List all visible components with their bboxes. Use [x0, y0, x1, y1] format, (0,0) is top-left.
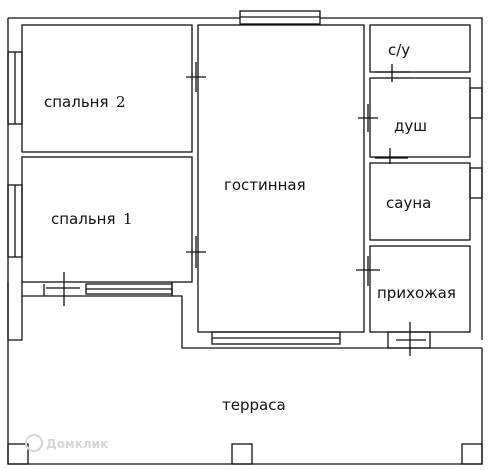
room-label-bedroom1-number: 1 — [123, 210, 133, 228]
room-label-terrace: терраса — [222, 396, 286, 414]
terrace-post-left — [7, 443, 29, 465]
watermark-logo-icon — [25, 434, 43, 452]
door-mark-hall — [356, 256, 380, 286]
door-mark-bedroom1 — [186, 236, 206, 268]
terrace-post-right — [461, 443, 483, 465]
room-label-shower: душ — [394, 117, 427, 135]
window-right-upper — [469, 87, 483, 119]
door-mark-corridor — [46, 272, 80, 306]
room-bedroom2-outline — [21, 24, 193, 153]
watermark: Домклик — [25, 434, 108, 452]
window-right-lower — [469, 167, 483, 199]
door-mark-shower — [358, 104, 378, 132]
door-mark-bedroom2 — [186, 62, 206, 92]
watermark-text: Домклик — [46, 437, 108, 451]
corridor-wall — [7, 282, 23, 341]
room-wc-outline — [369, 24, 471, 73]
room-label-wc: с/у — [388, 41, 410, 59]
room-label-bedroom2-number: 2 — [116, 93, 126, 111]
door-mark-wc — [375, 64, 410, 82]
corridor-wall-inner — [172, 295, 482, 349]
room-label-sauna: сауна — [386, 194, 431, 212]
door-mark-sauna — [375, 148, 408, 164]
room-label-hall: прихожая — [377, 284, 456, 302]
room-sauna-outline — [369, 162, 471, 241]
room-label-bedroom2: спальня — [44, 93, 109, 111]
room-label-living: гостинная — [224, 176, 306, 194]
room-label-bedroom1: спальня — [51, 210, 116, 228]
terrace-post-middle — [231, 443, 253, 465]
door-mark-entrance — [396, 322, 426, 356]
hall-entrance — [387, 331, 431, 349]
